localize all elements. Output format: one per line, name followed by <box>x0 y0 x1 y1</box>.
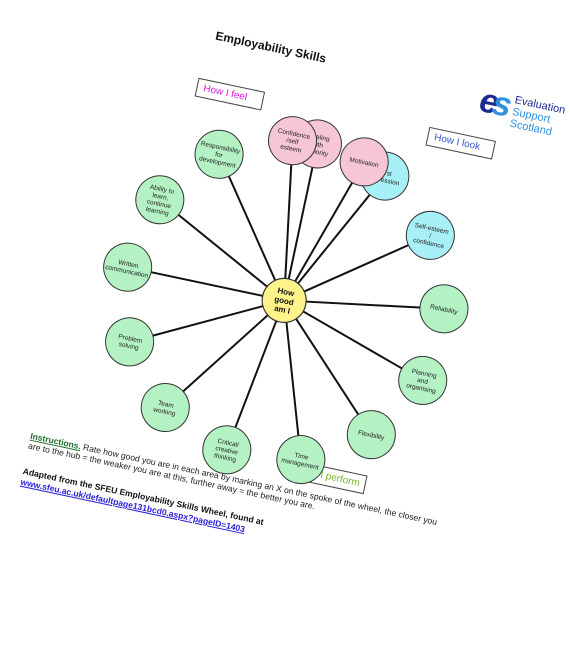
skill-label: Teamworking <box>152 399 178 418</box>
hub-circle <box>261 277 307 324</box>
skill-circle <box>339 137 389 187</box>
skill-node: Responsibilityfordevelopment <box>194 129 244 179</box>
skill-circle <box>140 382 190 432</box>
spoke-line <box>283 175 386 302</box>
spoke-line <box>164 299 285 409</box>
spoke-line <box>129 299 285 343</box>
skill-label: Ability tolearn,continuelearning <box>145 184 176 218</box>
skill-circle <box>202 425 252 475</box>
spoke-line <box>283 140 294 301</box>
skill-label: Problemsolving <box>116 333 143 352</box>
skill-circle <box>268 116 318 166</box>
skill-circle <box>405 210 455 260</box>
skill-circle <box>135 175 185 225</box>
skill-node: Confidence/selfesteem <box>268 116 318 166</box>
skill-node: Timemanagement <box>276 435 326 485</box>
spoke-line <box>218 153 286 301</box>
skill-circle <box>194 129 244 179</box>
skill-node: Writtencommunication <box>103 242 153 292</box>
skill-node: Self-esteem/confidence <box>405 210 455 260</box>
skill-node: Motivation <box>339 137 389 187</box>
skill-circle <box>419 284 469 334</box>
skill-node: Planningandorganising <box>398 355 448 405</box>
spoke-line <box>283 300 302 460</box>
skill-circle <box>398 355 448 405</box>
skill-circle <box>105 317 155 367</box>
spoke-line <box>284 299 444 310</box>
spoke-line <box>283 299 424 382</box>
skill-circle <box>276 435 326 485</box>
spoke-line <box>283 143 319 301</box>
spoke-line <box>283 161 366 301</box>
spoke-line <box>283 234 431 302</box>
skill-node: Ability tolearn,continuelearning <box>135 175 185 225</box>
skill-node: Teamworking <box>140 382 190 432</box>
skill-node: Problemsolving <box>105 317 155 367</box>
skill-label: Planningandorganising <box>406 368 440 396</box>
hub-label: Howgoodam I <box>272 286 297 316</box>
skill-node: Critical/creativethinking <box>202 425 252 475</box>
spoke-line <box>159 198 285 302</box>
skill-circle <box>346 410 396 460</box>
spoke-line <box>225 300 286 451</box>
skill-node: Reliability <box>419 284 469 334</box>
spoke-line <box>127 266 285 302</box>
skill-label: Critical/creativethinking <box>213 438 240 464</box>
skill-circle <box>103 242 153 292</box>
spoke-line <box>283 299 373 436</box>
skill-node: Flexibility <box>346 410 396 460</box>
